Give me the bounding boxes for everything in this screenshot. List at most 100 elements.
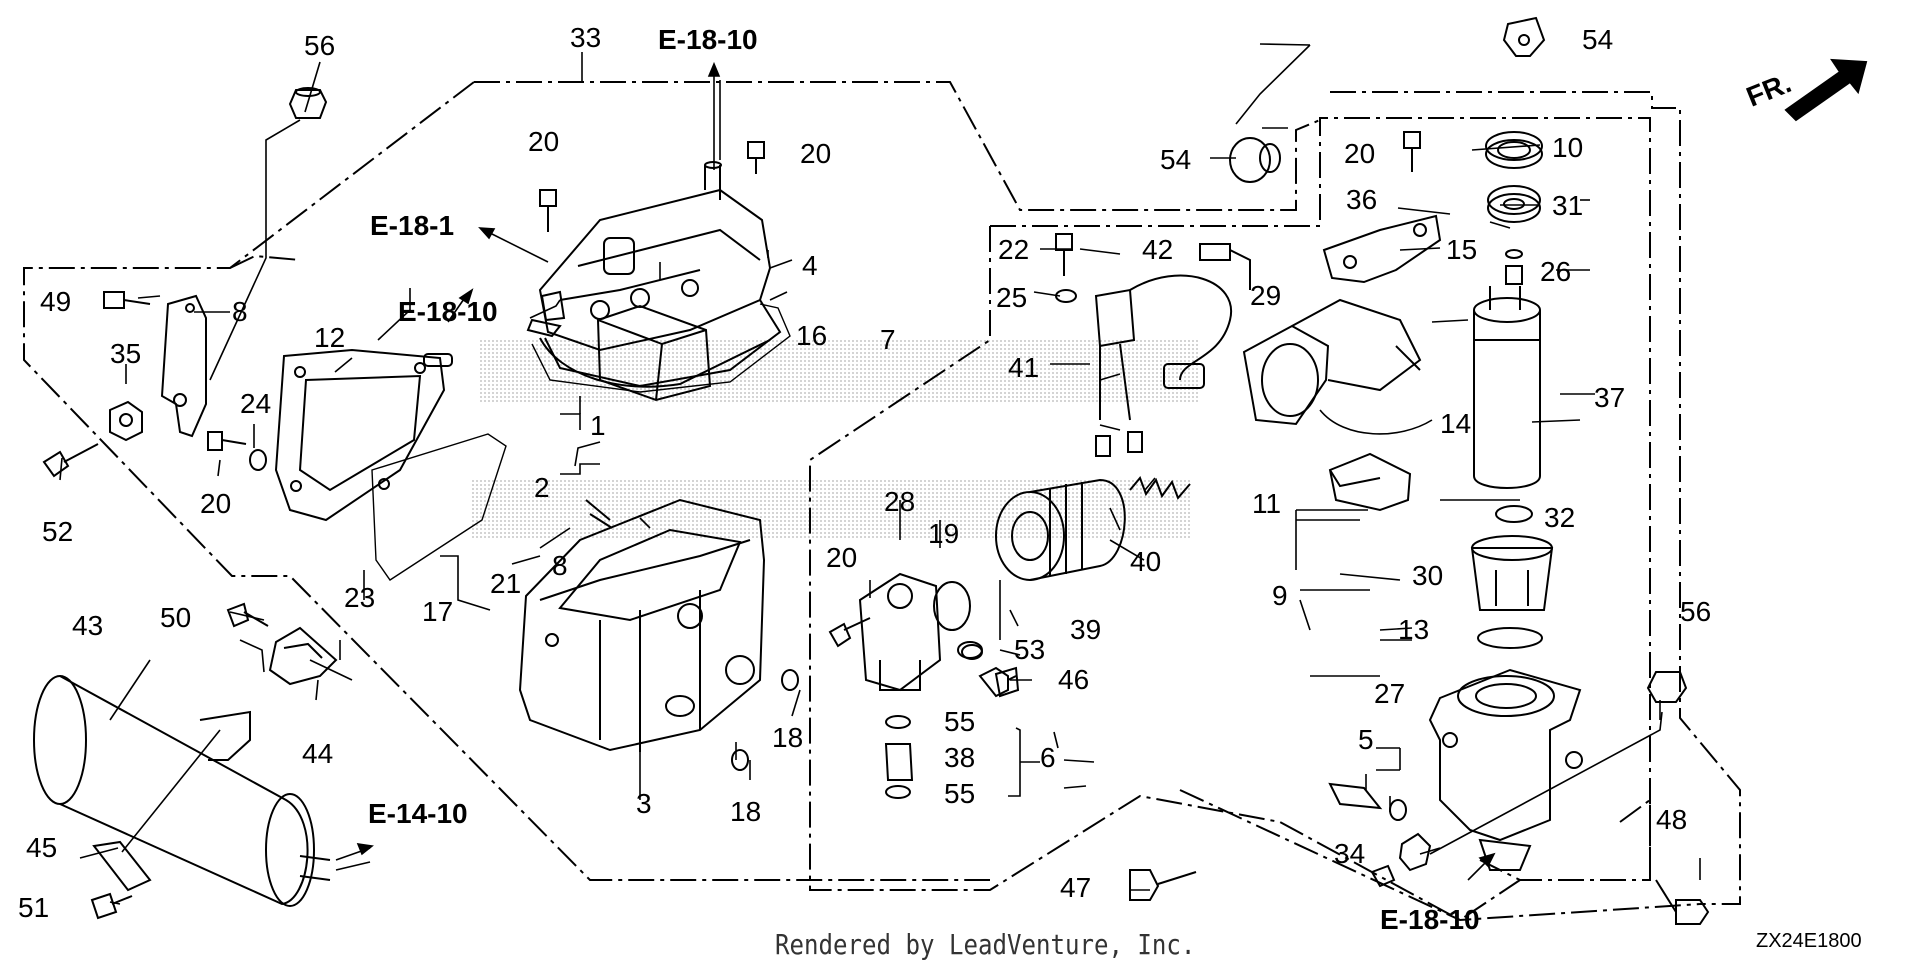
part-rotor-31 <box>1487 185 1541 223</box>
callout-label[interactable]: 22 <box>998 234 1030 265</box>
callout-label[interactable]: 10 <box>1552 132 1584 163</box>
callout-label[interactable]: 13 <box>1398 614 1430 645</box>
callout-label[interactable]: 24 <box>240 388 272 419</box>
callout-label[interactable]: 6 <box>1040 742 1056 773</box>
callout-label[interactable]: 56 <box>1680 596 1712 627</box>
callout-label[interactable]: 48 <box>1656 804 1688 835</box>
callout-label[interactable]: 2 <box>534 472 550 503</box>
callout-label[interactable]: 55 <box>944 778 976 809</box>
part-valve-5 <box>1328 782 1407 821</box>
callout-label[interactable]: 18 <box>772 722 804 753</box>
part-bracket-44 <box>268 626 338 686</box>
callout-label[interactable]: 54 <box>1582 24 1614 55</box>
callout-label[interactable]: 20 <box>826 542 858 573</box>
callout-label[interactable]: 53 <box>1014 634 1046 665</box>
callout-label[interactable]: 52 <box>42 516 74 547</box>
callout-label[interactable]: 54 <box>1160 144 1192 175</box>
ref-label[interactable]: E-18-10 <box>658 24 758 55</box>
part-stack-38 <box>884 715 914 799</box>
assembly-outlines <box>23 81 1741 922</box>
callout-label[interactable]: 3 <box>636 788 652 819</box>
callout-label[interactable]: 26 <box>1540 256 1572 287</box>
callout-label[interactable]: 12 <box>314 322 346 353</box>
callout-label[interactable]: 20 <box>800 138 832 169</box>
callout-label[interactable]: 18 <box>730 796 762 827</box>
part-module-2 <box>585 304 712 529</box>
callout-label[interactable]: 34 <box>1334 838 1366 869</box>
callout-label[interactable]: 8 <box>552 550 568 581</box>
callout-label[interactable]: 14 <box>1440 408 1472 439</box>
callout-label[interactable]: 37 <box>1594 382 1626 413</box>
part-grommet-54-top <box>1502 16 1546 57</box>
ref-label[interactable]: E-18-1 <box>370 210 455 241</box>
callout-label[interactable]: 55 <box>944 706 976 737</box>
callout-label[interactable]: 50 <box>160 602 192 633</box>
callout-label[interactable]: 23 <box>344 582 376 613</box>
callout-label[interactable]: 15 <box>1446 234 1478 265</box>
part-canister-43 <box>33 675 331 907</box>
callout-label[interactable]: 8 <box>232 296 248 327</box>
part-housing-29 <box>1242 298 1422 426</box>
callout-label[interactable]: 43 <box>72 610 104 641</box>
part-filter-39 <box>995 478 1126 581</box>
callout-label[interactable]: 27 <box>1374 678 1406 709</box>
callout-label[interactable]: 4 <box>802 250 818 281</box>
callout-label[interactable]: 16 <box>796 320 828 351</box>
part-fitting-28 <box>858 572 971 692</box>
part-pump-37 <box>1473 286 1541 489</box>
callout-label[interactable]: 29 <box>1250 280 1282 311</box>
callout-label[interactable]: 20 <box>1344 138 1376 169</box>
ref-label[interactable]: E-18-10 <box>1380 904 1480 935</box>
part-nut-35 <box>109 400 143 442</box>
callout-label[interactable]: 40 <box>1130 546 1162 577</box>
part-nut-34 <box>1398 832 1432 872</box>
callout-label[interactable]: 51 <box>18 892 50 923</box>
callout-label[interactable]: 44 <box>302 738 334 769</box>
callout-label[interactable]: 42 <box>1142 234 1174 265</box>
ref-label[interactable]: E-18-10 <box>398 296 498 327</box>
ref-arrows <box>335 61 1496 881</box>
callout-label[interactable]: 20 <box>528 126 560 157</box>
part-seal-32 <box>1495 505 1533 523</box>
callout-label[interactable]: 25 <box>996 282 1028 313</box>
callout-label[interactable]: 45 <box>26 832 58 863</box>
callout-label[interactable]: 49 <box>40 286 72 317</box>
diagram-code: ZX24E1800 <box>1756 930 1862 952</box>
callout-label[interactable]: 28 <box>884 486 916 517</box>
callout-label[interactable]: 36 <box>1346 184 1378 215</box>
part-strainer-30 <box>1470 535 1554 611</box>
callout-label[interactable]: 19 <box>928 518 960 549</box>
callout-label[interactable]: 11 <box>1252 488 1282 519</box>
callout-label[interactable]: 17 <box>422 596 454 627</box>
callout-label[interactable]: 33 <box>570 22 602 53</box>
part-spring-40 <box>1129 476 1191 500</box>
callout-label[interactable]: 41 <box>1008 352 1040 383</box>
callout-label[interactable]: 31 <box>1552 190 1584 221</box>
callout-label[interactable]: 32 <box>1544 502 1576 533</box>
watermark <box>470 340 1200 540</box>
callout-label[interactable]: 47 <box>1060 872 1092 903</box>
callout-label[interactable]: 35 <box>110 338 142 369</box>
callout-label[interactable]: 9 <box>1272 580 1288 611</box>
callout-label[interactable]: 7 <box>880 324 896 355</box>
part-cap-56-right <box>1646 671 1688 703</box>
part-grommet-54-mid <box>1229 137 1281 183</box>
callout-label[interactable]: 30 <box>1412 560 1444 591</box>
callout-label[interactable]: 56 <box>304 30 336 61</box>
callout-label[interactable]: 46 <box>1058 664 1090 695</box>
callout-label[interactable]: 39 <box>1070 614 1102 645</box>
ref-label[interactable]: E-14-10 <box>368 798 468 829</box>
callout-label[interactable]: 5 <box>1358 724 1374 755</box>
callout-label[interactable]: 38 <box>944 742 976 773</box>
part-gasket-17 <box>371 433 507 581</box>
part-bushing-26 <box>1505 265 1523 285</box>
part-gasket-16 <box>531 303 791 393</box>
part-body-3 <box>518 498 799 771</box>
callout-label[interactable]: 21 <box>490 568 522 599</box>
part-bracket-36 <box>1322 214 1442 284</box>
callout-label[interactable]: 20 <box>200 488 232 519</box>
callout-label[interactable]: 1 <box>590 410 606 441</box>
footer-credit: Rendered by LeadVenture, Inc. <box>775 928 1196 961</box>
